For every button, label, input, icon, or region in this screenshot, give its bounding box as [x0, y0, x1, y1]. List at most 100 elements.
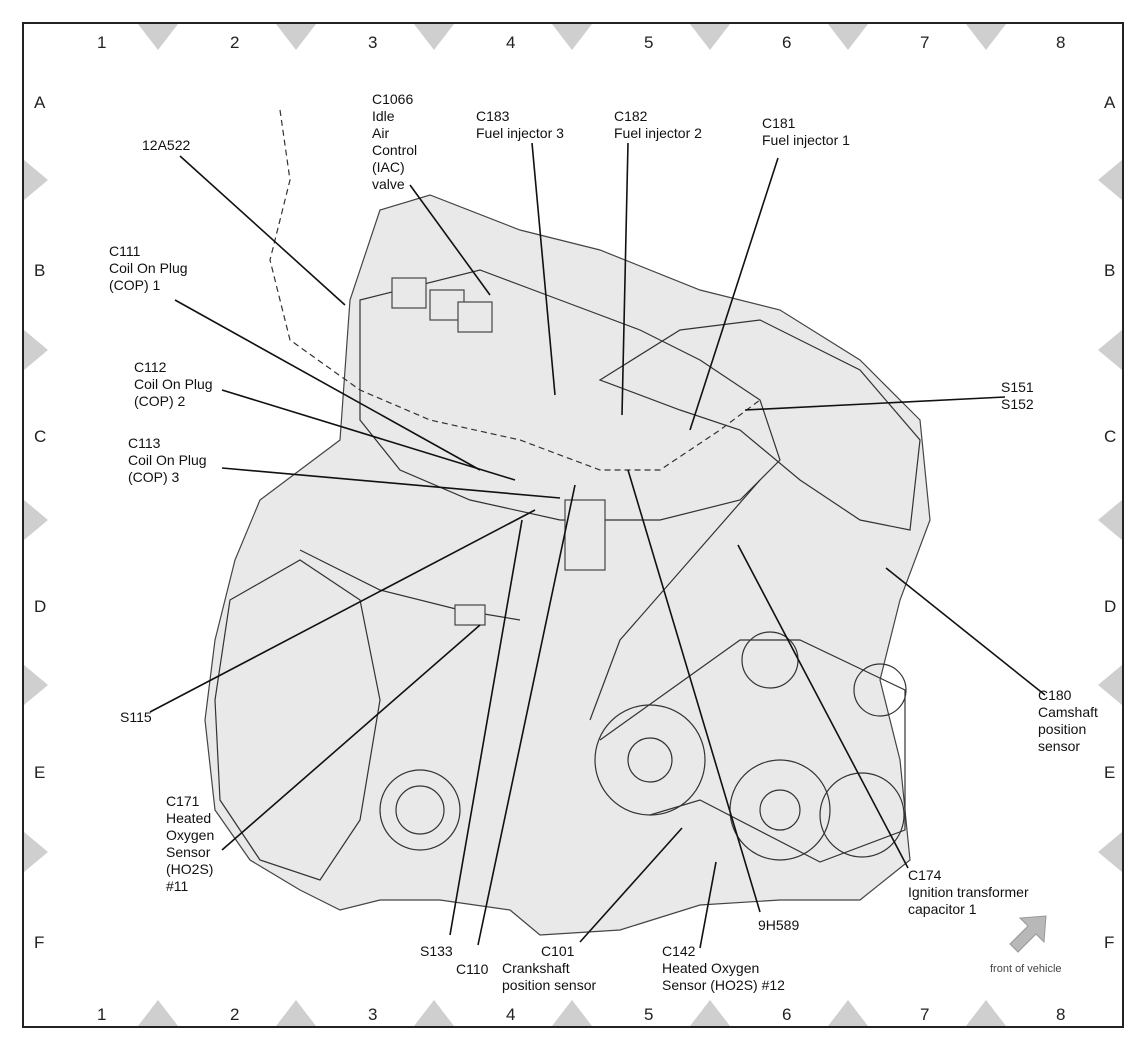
- col-label: 7: [920, 33, 929, 52]
- label-c180: C180 Camshaft position sensor: [1038, 687, 1102, 754]
- col-label: 4: [506, 1005, 515, 1024]
- col-label: 6: [782, 1005, 791, 1024]
- left-marker: [24, 500, 48, 540]
- ac-pulley-inner: [759, 789, 801, 831]
- leader-s115: [149, 509, 536, 713]
- leader-c180: [885, 567, 1046, 696]
- row-label: F: [1104, 933, 1114, 952]
- col-label: 2: [230, 33, 239, 52]
- leader-c183: [531, 142, 556, 396]
- front-of-vehicle-indicator: front of vehicle: [990, 915, 1062, 975]
- label-c171: C171 Heated Oxygen Sensor (HO2S) #11: [166, 793, 218, 894]
- coil-connector-3: [457, 301, 493, 333]
- row-label: E: [1104, 763, 1115, 782]
- wiring-harness: [269, 109, 761, 471]
- front-of-vehicle-label: front of vehicle: [990, 963, 1062, 975]
- grid-labels: 1 2 3 4 5 6 7 8 1 2 3 4 5 6 7 8 A B C D …: [34, 33, 1116, 1024]
- left-marker: [24, 330, 48, 370]
- label-s115: S115: [120, 709, 152, 725]
- label-c111: C111 Coil On Plug (COP) 1: [109, 243, 191, 293]
- leader-9h589: [627, 469, 761, 913]
- top-marker: [276, 24, 316, 50]
- row-label: B: [1104, 261, 1115, 280]
- col-label: 1: [97, 33, 106, 52]
- coil-connector-1: [391, 277, 427, 309]
- leader-c181: [689, 157, 779, 431]
- left-marker: [24, 665, 48, 705]
- sensor-connector: [454, 604, 486, 626]
- col-label: 4: [506, 33, 515, 52]
- col-label: 6: [782, 33, 791, 52]
- left-marker: [24, 160, 48, 200]
- label-c112: C112 Coil On Plug (COP) 2: [134, 359, 216, 409]
- leader-c182: [621, 142, 629, 416]
- label-s151: S151 S152: [1001, 379, 1038, 412]
- crank-pulley-inner: [627, 737, 673, 783]
- label-9h589: 9H589: [758, 917, 799, 933]
- leader-c113: [221, 467, 561, 499]
- label-c142: C142 Heated Oxygen Sensor (HO2S) #12: [662, 943, 785, 993]
- top-marker: [414, 24, 454, 50]
- label-c1066: C1066 Idle Air Control (IAC) valve: [372, 91, 421, 192]
- col-label: 2: [230, 1005, 239, 1024]
- label-c101: C101 Crankshaft position sensor: [502, 943, 597, 993]
- engine-illustration: [204, 109, 931, 936]
- row-label: C: [1104, 427, 1116, 446]
- label-12a522: 12A522: [142, 137, 190, 153]
- left-marker: [24, 832, 48, 872]
- bottom-marker: [966, 1000, 1006, 1026]
- leader-c1066: [409, 184, 491, 296]
- col-label: 1: [97, 1005, 106, 1024]
- top-marker: [552, 24, 592, 50]
- col-label: 5: [644, 33, 653, 52]
- callouts: C1066 Idle Air Control (IAC) valve C183 …: [109, 91, 1102, 993]
- label-s133: S133: [420, 943, 453, 959]
- bottom-marker: [138, 1000, 178, 1026]
- row-label: A: [34, 93, 46, 112]
- front-arrow-icon: [1009, 915, 1047, 953]
- leader-lines: [149, 142, 1046, 949]
- transmission-housing: [214, 559, 381, 881]
- leader-c101: [579, 827, 683, 943]
- row-label: D: [1104, 597, 1116, 616]
- leader-s133: [449, 519, 523, 936]
- tensioner-pulley: [853, 663, 907, 717]
- col-label: 5: [644, 1005, 653, 1024]
- col-label: 3: [368, 1005, 377, 1024]
- drive-belt: [599, 639, 906, 863]
- col-label: 3: [368, 33, 377, 52]
- top-marker: [966, 24, 1006, 50]
- label-c113: C113 Coil On Plug (COP) 3: [128, 435, 210, 485]
- alternator-pulley: [819, 772, 905, 858]
- row-label: C: [34, 427, 46, 446]
- leader-c142: [699, 861, 717, 949]
- leader-c111: [174, 299, 481, 471]
- grid-markers: [24, 24, 1122, 1026]
- bottom-marker: [828, 1000, 868, 1026]
- leader-12a522: [179, 155, 346, 306]
- coolant-tube: [589, 479, 761, 721]
- leader-c174: [737, 544, 909, 869]
- leader-c112: [221, 389, 516, 481]
- col-label: 8: [1056, 33, 1065, 52]
- bottom-marker: [552, 1000, 592, 1026]
- flywheel-port-inner: [395, 785, 445, 835]
- leader-s151: [744, 396, 1006, 411]
- top-marker: [690, 24, 730, 50]
- right-marker: [1098, 665, 1122, 705]
- leader-c171: [221, 624, 481, 851]
- bottom-marker: [690, 1000, 730, 1026]
- top-marker: [138, 24, 178, 50]
- right-marker: [1098, 832, 1122, 872]
- right-marker: [1098, 500, 1122, 540]
- flywheel-port: [379, 769, 461, 851]
- connector-block: [564, 499, 606, 571]
- row-label: D: [34, 597, 46, 616]
- row-label: B: [34, 261, 45, 280]
- valve-cover: [598, 319, 921, 531]
- bottom-marker: [276, 1000, 316, 1026]
- row-label: F: [34, 933, 44, 952]
- right-marker: [1098, 160, 1122, 200]
- row-label: E: [34, 763, 45, 782]
